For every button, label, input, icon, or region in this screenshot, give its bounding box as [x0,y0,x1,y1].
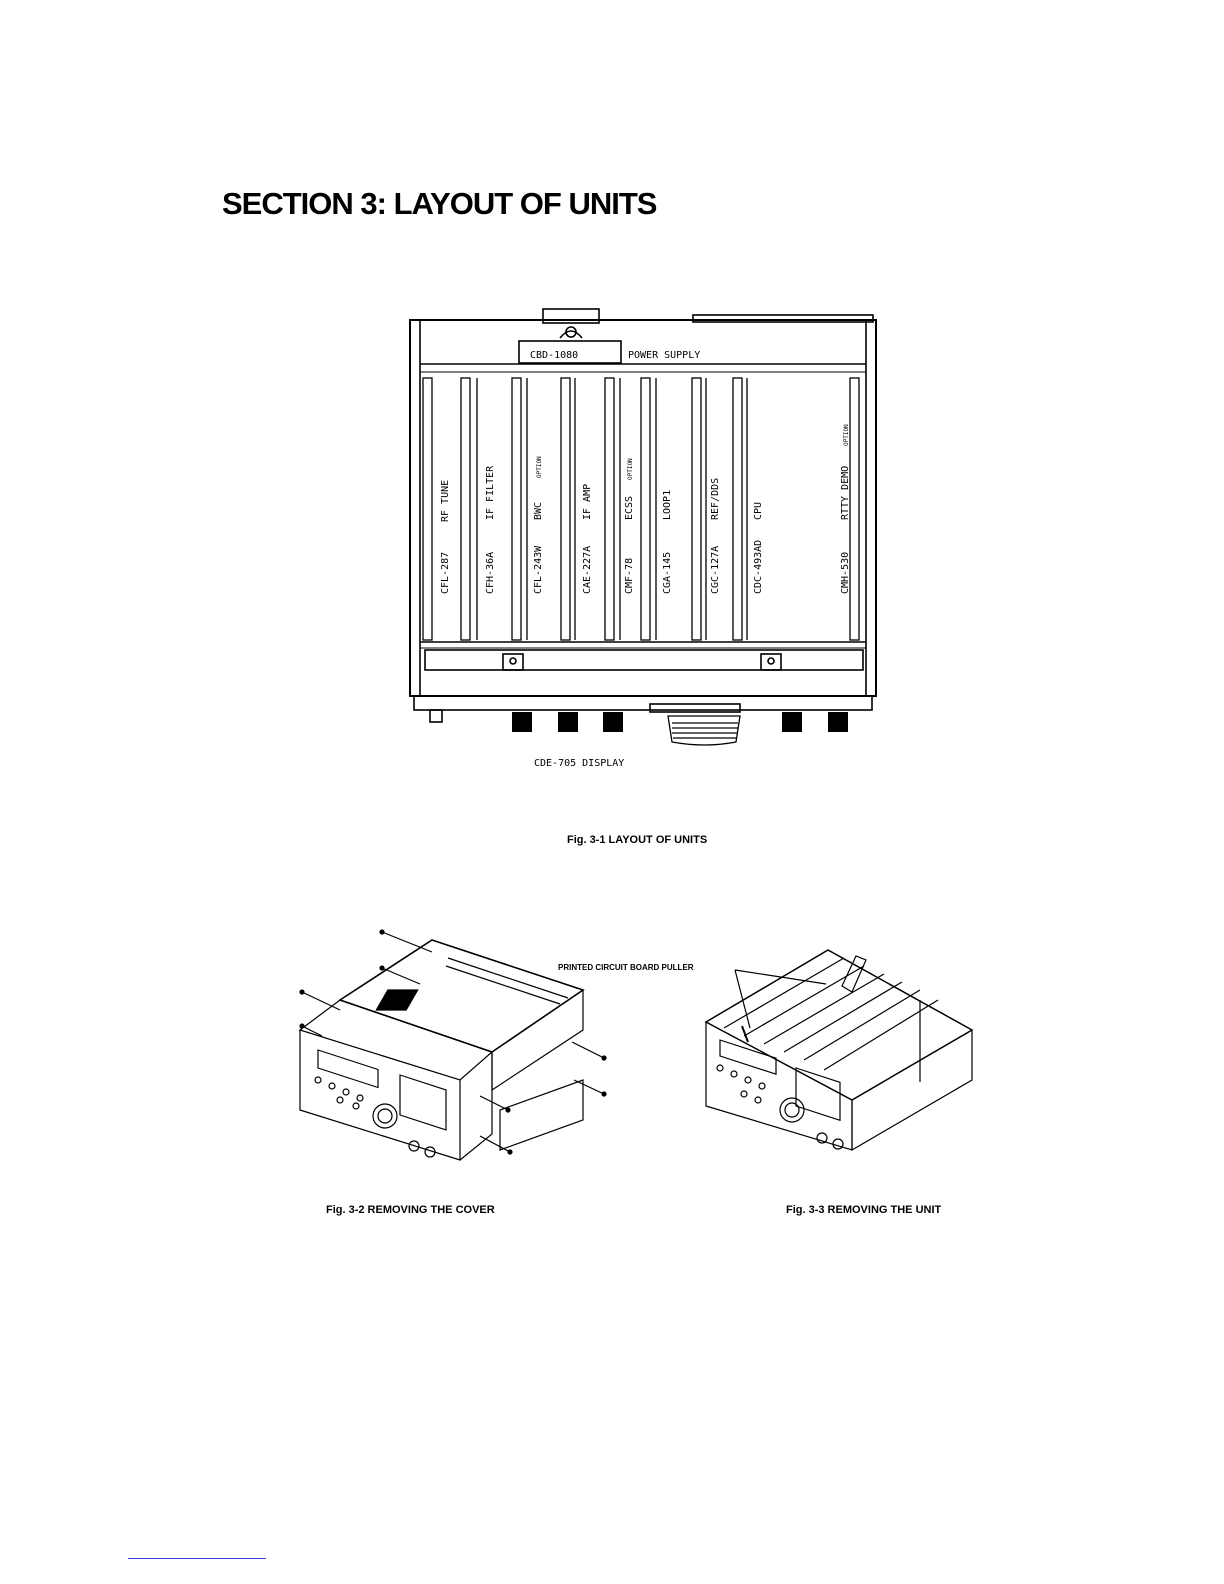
fig-3-3-caption: Fig. 3-3 REMOVING THE UNIT [786,1204,942,1216]
slot-function-label: REF/DDS [710,478,721,520]
slot-function-label: RTTY DEMO [840,466,851,520]
main-dial [667,715,741,746]
slot-function-label: ECSS [624,496,635,520]
slot-function-label: IF AMP [582,484,593,520]
front-knobs [512,712,848,732]
slot-board-label: CFL-243W [533,545,544,594]
slot-board-label: CAE-227A [582,546,593,594]
power-supply-label: POWER SUPPLY [628,350,700,361]
slot-rails [422,377,860,641]
slot-function-label: BWC [533,502,544,520]
power-supply-board-label: CBD-1080 [530,350,578,361]
slot-board-label: CFL-287 [440,552,451,594]
display-unit-label: CDE-705 DISPLAY [534,758,624,769]
slot-function-label: IF FILTER [485,465,496,520]
slot-board-label: CMF-78 [624,558,635,594]
slot-board-label: CGA-145 [662,552,673,594]
slot-option-label: OPTION [627,458,634,480]
slot-board-label: CGC-127A [710,546,721,594]
slot-function-label: LOOP1 [662,490,673,520]
slot-board-label: CDC-493AD [753,540,764,594]
fig-3-2-caption: Fig. 3-2 REMOVING THE COVER [326,1204,495,1216]
fig-3-1-layout-diagram: CBD-1080 POWER SUPPLY CFL-287 RF TUNE CF… [409,308,877,769]
pcb-puller-label: PRINTED CIRCUIT BOARD PULLER [558,963,694,972]
footer-rule [128,1558,266,1559]
slot-board-label: CFH-36A [485,552,496,594]
slot-function-label: CPU [753,502,764,520]
section-heading: SECTION 3: LAYOUT OF UNITS [222,186,657,221]
slot-option-label: OPTION [536,456,543,478]
slot-board-label: CMH-530 [840,552,851,594]
slot-option-label: OPTION [843,424,850,446]
slot-function-label: RF TUNE [440,480,451,522]
fig-3-1-caption: Fig. 3-1 LAYOUT OF UNITS [567,834,708,846]
